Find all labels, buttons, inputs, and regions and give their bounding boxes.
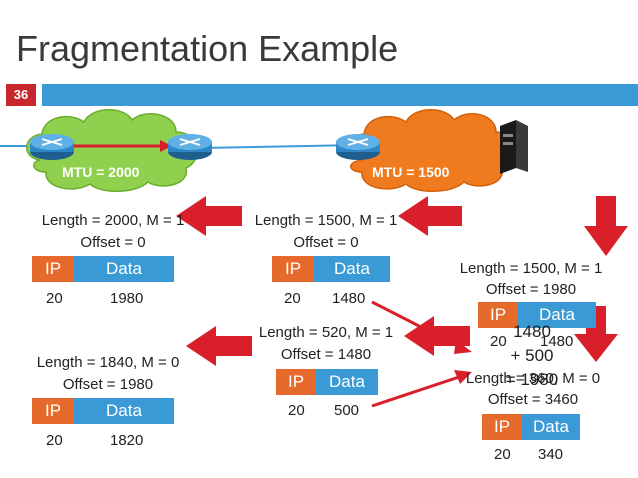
sum-line: + 500	[510, 346, 554, 365]
packet-caption: Length = 1500, M = 1	[459, 260, 603, 277]
ip-header-cell: IP	[32, 256, 74, 282]
link-line	[199, 144, 361, 149]
data-size: 1480	[332, 290, 366, 307]
data-cell: Data	[316, 369, 378, 395]
ip-size: 20	[494, 446, 511, 463]
packet-offset: Offset = 0	[293, 234, 359, 251]
forward-arrow-head	[160, 140, 172, 152]
data-cell: Data	[522, 414, 580, 440]
data-size: 1980	[110, 290, 144, 307]
mtu-left-label: MTU = 2000	[62, 164, 140, 180]
packet-box: IP Data	[32, 256, 174, 282]
data-size: 1820	[110, 432, 144, 449]
data-cell: Data	[518, 302, 596, 328]
ip-header-cell: IP	[478, 302, 518, 328]
down-block-arrow	[574, 306, 618, 362]
ip-size: 20	[46, 432, 63, 449]
data-cell: Data	[74, 398, 174, 424]
sum-arrow-line	[371, 300, 463, 350]
slide-title: Fragmentation Example	[16, 28, 399, 69]
packet-box: IP Data	[478, 302, 596, 328]
ip-header-cell: IP	[276, 369, 316, 395]
left-block-arrow	[176, 196, 242, 236]
sum-line: 1480	[513, 322, 551, 341]
packet-caption: Length = 1840, M = 0	[36, 354, 180, 371]
packet-box: IP Data	[276, 369, 378, 395]
packet-caption: Length = 2000, M = 1	[41, 212, 185, 229]
down-block-arrow	[584, 196, 628, 256]
ip-header-cell: IP	[32, 398, 74, 424]
ip-header-cell: IP	[272, 256, 314, 282]
sum-arrow-head	[454, 340, 472, 354]
packet-box: IP Data	[482, 414, 580, 440]
sum-arrow-line	[371, 374, 463, 408]
data-cell: Data	[314, 256, 390, 282]
packet-box: IP Data	[32, 398, 174, 424]
sum-line: = 1980	[505, 370, 559, 389]
data-size: 1480	[540, 333, 574, 350]
packet-offset: Offset = 3460	[487, 391, 579, 408]
packet-box: IP Data	[272, 256, 390, 282]
title-bar	[42, 84, 638, 106]
ip-size: 20	[288, 402, 305, 419]
packet-caption: Length = 520, M = 1	[258, 324, 394, 341]
ip-size: 20	[284, 290, 301, 307]
packet-offset: Offset = 1480	[280, 346, 372, 363]
packet-caption: Length = 1500, M = 1	[254, 212, 398, 229]
packet-offset: Offset = 0	[80, 234, 146, 251]
router-icon	[336, 134, 380, 160]
packet-offset: Offset = 1980	[485, 281, 577, 298]
router-icon	[168, 134, 212, 160]
data-size: 500	[334, 402, 360, 419]
packet-caption: Length = 360, M = 0	[465, 370, 601, 387]
slide-number: 36	[6, 84, 36, 106]
sum-arrow-head	[454, 370, 472, 384]
packet-offset: Offset = 1980	[62, 376, 154, 393]
router-icon	[30, 134, 74, 160]
ip-header-cell: IP	[482, 414, 522, 440]
server-icon	[500, 120, 528, 174]
ip-size: 20	[46, 290, 63, 307]
mtu-right-label: MTU = 1500	[372, 164, 450, 180]
left-block-arrow	[186, 326, 252, 366]
data-size: 340	[538, 446, 564, 463]
ip-size: 20	[490, 333, 507, 350]
left-block-arrow	[398, 196, 462, 236]
data-cell: Data	[74, 256, 174, 282]
